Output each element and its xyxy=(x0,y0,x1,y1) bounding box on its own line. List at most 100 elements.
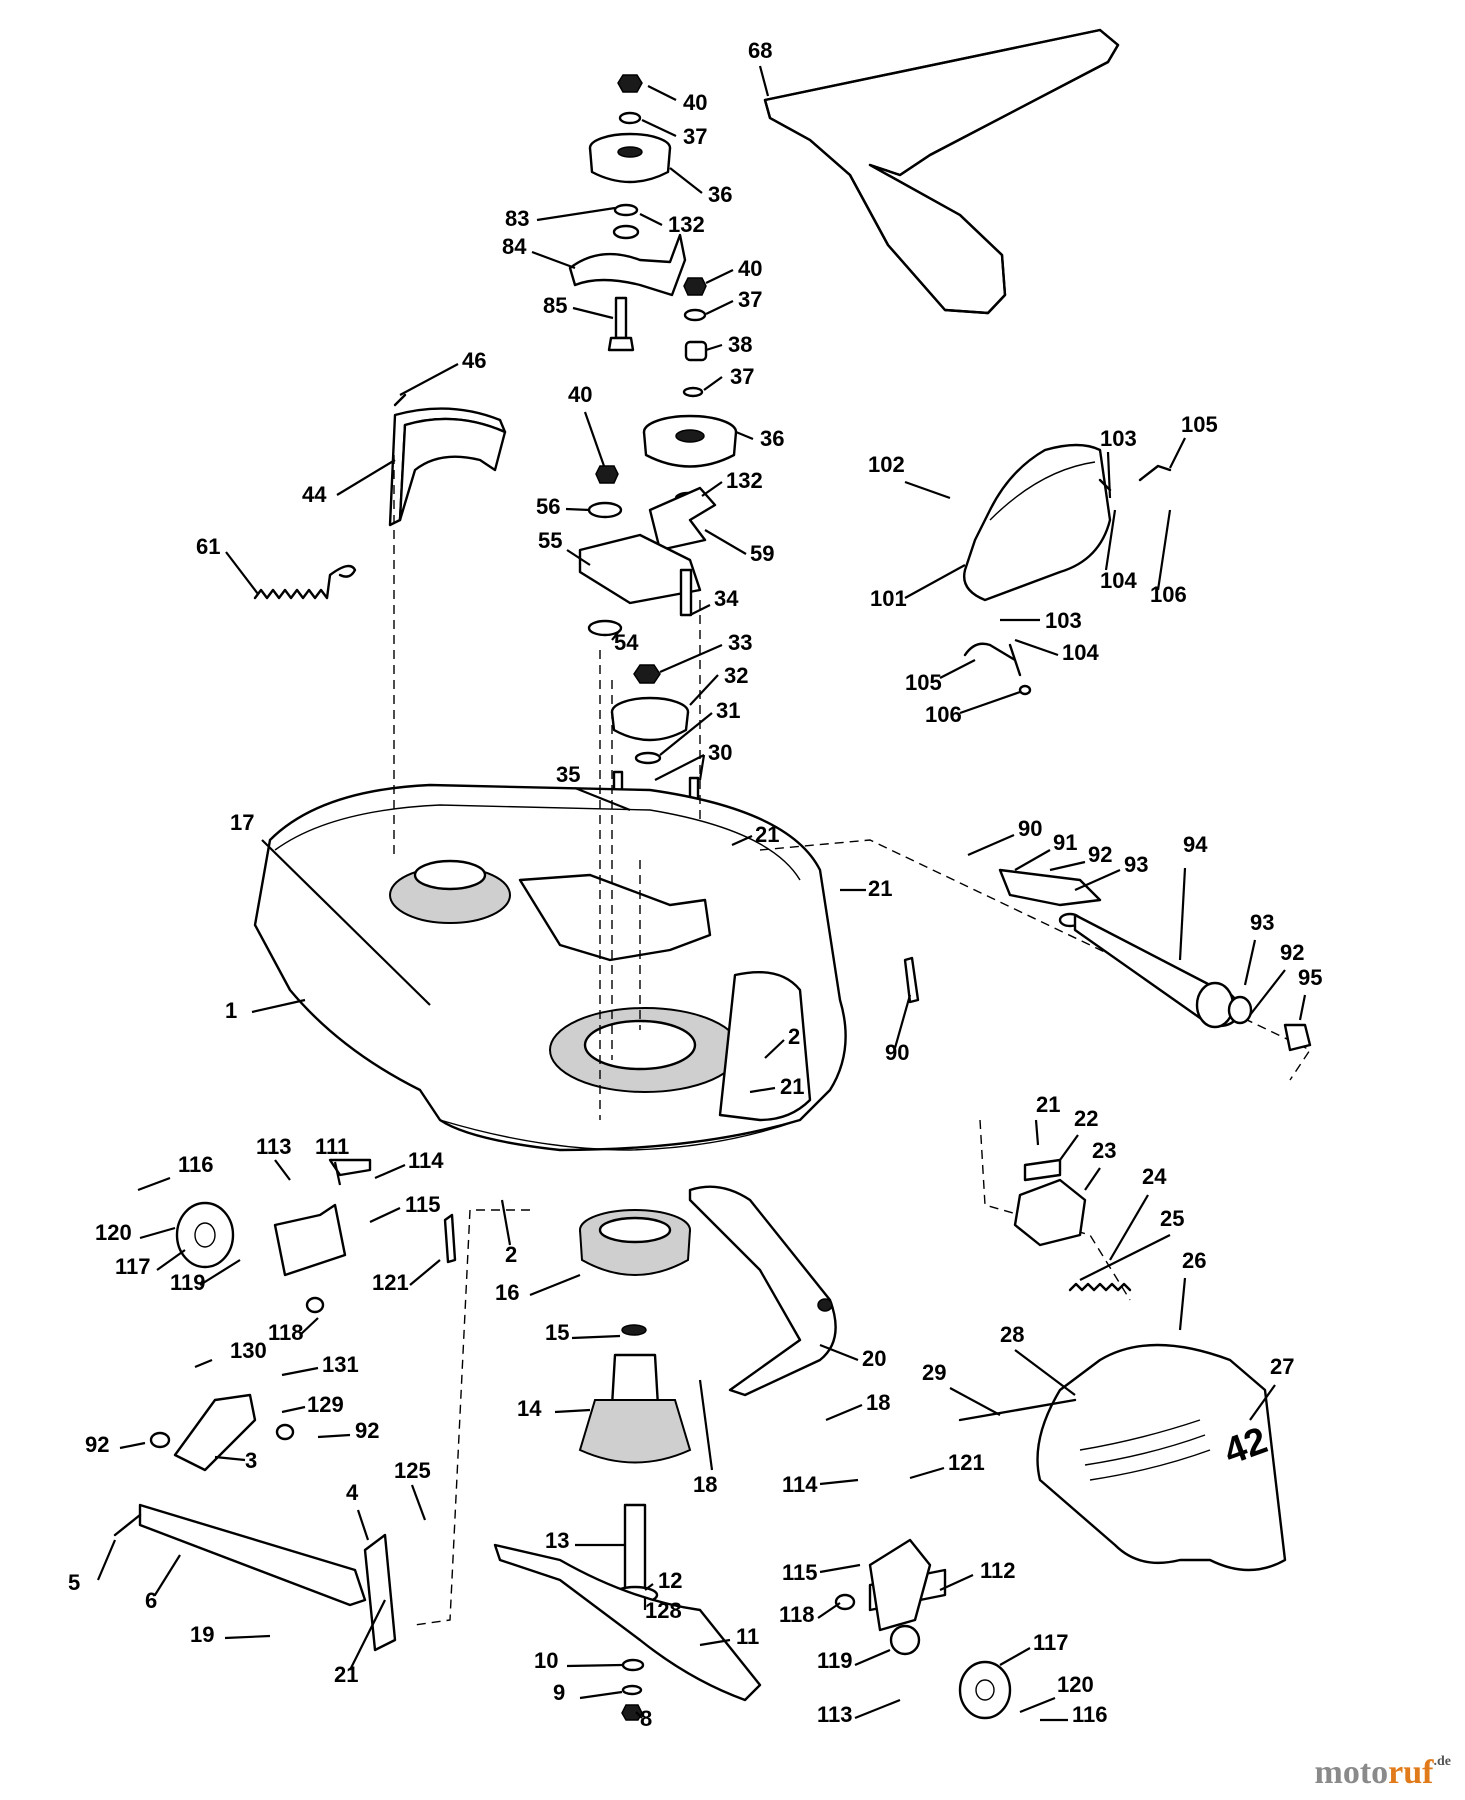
callout-number: 102 xyxy=(868,452,905,477)
callout-leader-line xyxy=(758,65,770,97)
callout-leader-line xyxy=(644,1583,654,1591)
callout-leader-line xyxy=(705,343,723,352)
watermark-part1: moto xyxy=(1314,1754,1389,1791)
callout-number: 10 xyxy=(534,1648,558,1673)
callout-115: 115 xyxy=(369,1192,441,1223)
callout-117: 117 xyxy=(115,1249,186,1279)
callout-number: 94 xyxy=(1183,832,1208,857)
callout-leader-line xyxy=(1178,867,1187,961)
callout-leader-line xyxy=(698,1379,714,1471)
callout-number: 114 xyxy=(782,1472,818,1497)
callout-leader-line xyxy=(369,1207,401,1223)
spring xyxy=(253,564,357,600)
callout-84: 84 xyxy=(502,234,576,270)
callout-number: 40 xyxy=(738,256,762,281)
callout-22: 22 xyxy=(1059,1106,1098,1161)
callout-leader-line xyxy=(854,1648,891,1667)
callout-116: 116 xyxy=(1040,1702,1108,1727)
callout-leader-line xyxy=(959,690,1021,715)
callout-leader-line xyxy=(1059,1134,1079,1161)
callout-number: 33 xyxy=(728,630,752,655)
callout-92: 92 xyxy=(1049,842,1112,872)
callout-leader-line xyxy=(705,269,734,284)
callout-number: 29 xyxy=(922,1360,946,1385)
callout-128: 128 xyxy=(643,1598,682,1623)
callout-leader-line xyxy=(399,363,459,396)
callout-number: 117 xyxy=(1033,1630,1069,1655)
callout-40: 40 xyxy=(705,256,762,284)
callout-number: 121 xyxy=(948,1450,985,1475)
callout-leader-line xyxy=(654,754,705,781)
callout-33: 33 xyxy=(659,630,752,674)
callout-number: 26 xyxy=(1182,1248,1206,1273)
callout-27: 27 xyxy=(1249,1354,1294,1421)
callout-number: 55 xyxy=(538,528,562,553)
callout-number: 9 xyxy=(553,1680,565,1705)
callout-103: 103 xyxy=(1100,426,1137,499)
rear-bracket xyxy=(1013,1158,1132,1292)
callout-leader-line xyxy=(194,1358,213,1369)
callout-85: 85 xyxy=(543,293,614,320)
callout-12: 12 xyxy=(644,1568,682,1593)
callout-leader-line xyxy=(659,712,713,756)
callout-number: 61 xyxy=(196,534,220,559)
callout-15: 15 xyxy=(545,1320,621,1345)
callout-113: 113 xyxy=(256,1134,292,1181)
callout-number: 46 xyxy=(462,348,486,373)
callout-number: 13 xyxy=(545,1528,569,1553)
callout-number: 54 xyxy=(614,630,639,655)
callout-number: 68 xyxy=(748,38,772,63)
callout-40: 40 xyxy=(647,85,707,115)
callout-number: 113 xyxy=(256,1134,292,1159)
callout-leader-line xyxy=(566,549,591,566)
callout-leader-line xyxy=(1079,1234,1171,1281)
callout-21: 21 xyxy=(840,876,892,901)
callout-94: 94 xyxy=(1178,832,1208,961)
callout-number: 34 xyxy=(714,586,739,611)
callout-leader-line xyxy=(999,1647,1031,1666)
callout-leader-line xyxy=(705,300,734,315)
site-watermark[interactable]: motoruf.de xyxy=(1315,1754,1451,1792)
callout-leader-line xyxy=(647,85,677,101)
callout-number: 131 xyxy=(322,1352,359,1377)
callout-leader-line xyxy=(333,1161,342,1186)
callout-leader-line xyxy=(409,1259,441,1286)
callout-leader-line xyxy=(139,1226,176,1240)
callout-leader-line xyxy=(274,1159,291,1181)
callout-number: 27 xyxy=(1270,1354,1294,1379)
callout-number: 112 xyxy=(980,1558,1016,1583)
callout-number: 92 xyxy=(1280,940,1304,965)
callout-number: 132 xyxy=(726,468,763,493)
callout-132: 132 xyxy=(701,468,763,497)
callout-21: 21 xyxy=(731,822,779,847)
callout-leader-line xyxy=(689,604,711,616)
callout-leader-line xyxy=(764,1039,785,1059)
callout-131: 131 xyxy=(281,1352,359,1377)
watermark-part2: ruf xyxy=(1388,1754,1434,1791)
callout-leader-line xyxy=(819,1343,859,1362)
callout-129: 129 xyxy=(281,1392,344,1417)
callout-number: 16 xyxy=(495,1280,519,1305)
callout-number: 2 xyxy=(505,1242,517,1267)
callout-number: 119 xyxy=(170,1270,206,1295)
callout-leader-line xyxy=(1014,849,1051,871)
callout-number: 118 xyxy=(268,1320,304,1345)
callout-number: 38 xyxy=(728,332,752,357)
callout-leader-line xyxy=(156,1249,186,1271)
callout-17: 17 xyxy=(230,810,431,1006)
callout-leader-line xyxy=(817,1602,841,1619)
callout-number: 101 xyxy=(870,586,907,611)
callout-leader-line xyxy=(281,1405,306,1414)
idler-pulley-assembly-middle xyxy=(642,277,738,552)
callout-number: 105 xyxy=(905,670,942,695)
callout-24: 24 xyxy=(1109,1164,1167,1261)
callout-1: 1 xyxy=(225,998,306,1023)
callout-115: 115 xyxy=(782,1560,861,1585)
callout-number: 121 xyxy=(372,1270,409,1295)
callout-leader-line xyxy=(299,1317,319,1336)
callout-leader-line xyxy=(566,1663,623,1668)
callout-leader-line xyxy=(967,833,1015,857)
callout-54: 54 xyxy=(611,629,639,655)
callout-number: 118 xyxy=(779,1602,815,1627)
